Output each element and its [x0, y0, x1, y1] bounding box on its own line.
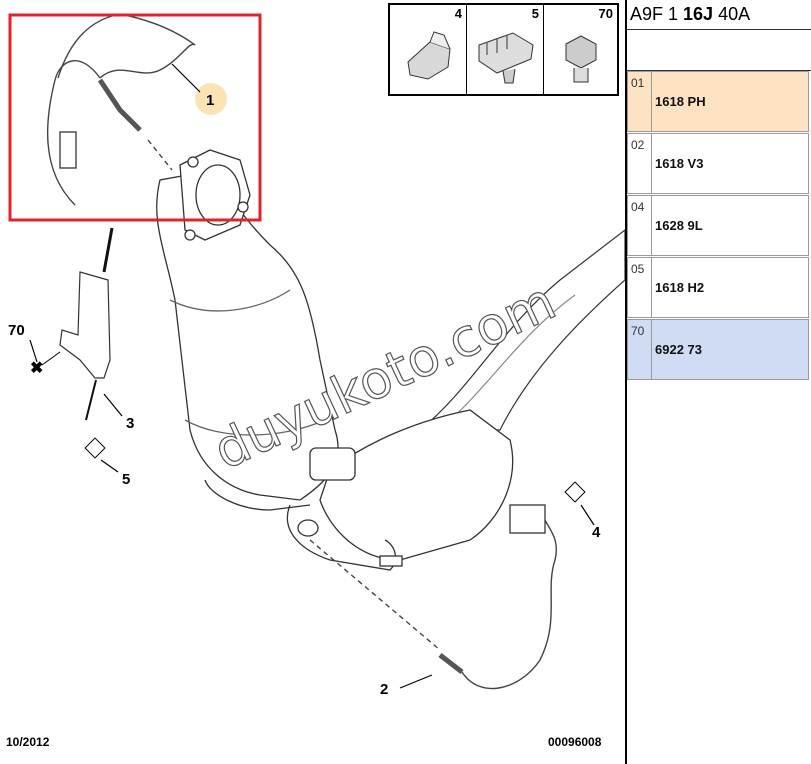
- connector-symbol: [84, 437, 106, 459]
- header-divider: [627, 29, 811, 30]
- part-reference[interactable]: 6922 73: [655, 342, 702, 357]
- part-reference[interactable]: 1618 V3: [655, 156, 704, 171]
- exhaust-pipe: [418, 229, 625, 431]
- part-reference[interactable]: 1618 PH: [655, 94, 706, 109]
- callout-3[interactable]: 3: [126, 415, 134, 432]
- callout-4[interactable]: 4: [592, 524, 601, 541]
- callout-1[interactable]: 1: [206, 92, 214, 109]
- clip-icon: [407, 31, 451, 80]
- part-index: 70: [628, 320, 652, 379]
- part-reference[interactable]: 1618 H2: [655, 280, 705, 295]
- nut-icon: [565, 35, 597, 83]
- thumbnail-nut[interactable]: 70: [544, 5, 617, 94]
- vehicle-code-header: A9F 1 16J 40A: [630, 4, 751, 24]
- callout-70[interactable]: 70: [8, 322, 25, 339]
- header-divider: [627, 70, 811, 71]
- footer-date: 10/2012: [6, 735, 50, 749]
- part-index: 02: [628, 134, 652, 193]
- catalytic-converter: [156, 169, 514, 571]
- harness-clip-icon: [478, 32, 534, 84]
- part-reference[interactable]: 1628 9L: [655, 218, 703, 233]
- exploded-parts-diagram: 1 70 ✖ 3 5 4 2 duyukoto.com: [8, 13, 625, 698]
- callout-5[interactable]: 5: [122, 471, 130, 488]
- part-index: 01: [628, 72, 652, 131]
- oxygen-sensor-downstream: [309, 504, 557, 690]
- oxygen-sensor-upstream: [46, 13, 196, 206]
- connector-symbol: [564, 481, 586, 503]
- flange: [179, 149, 251, 241]
- fastener-mark: ✖: [30, 360, 43, 377]
- thumbnail-strip: 4 5 70: [388, 3, 619, 96]
- thumbnail-harness-clip[interactable]: 5: [467, 5, 544, 94]
- callout-2[interactable]: 2: [380, 681, 388, 698]
- bracket: [59, 227, 114, 421]
- highlight-box: [8, 13, 262, 222]
- callout-badge: [195, 83, 227, 115]
- thumbnail-clip[interactable]: 4: [390, 5, 467, 94]
- part-index: 05: [628, 258, 652, 317]
- footer-code: 00096008: [548, 735, 602, 749]
- part-index: 04: [628, 196, 652, 255]
- panel-divider: [625, 0, 627, 764]
